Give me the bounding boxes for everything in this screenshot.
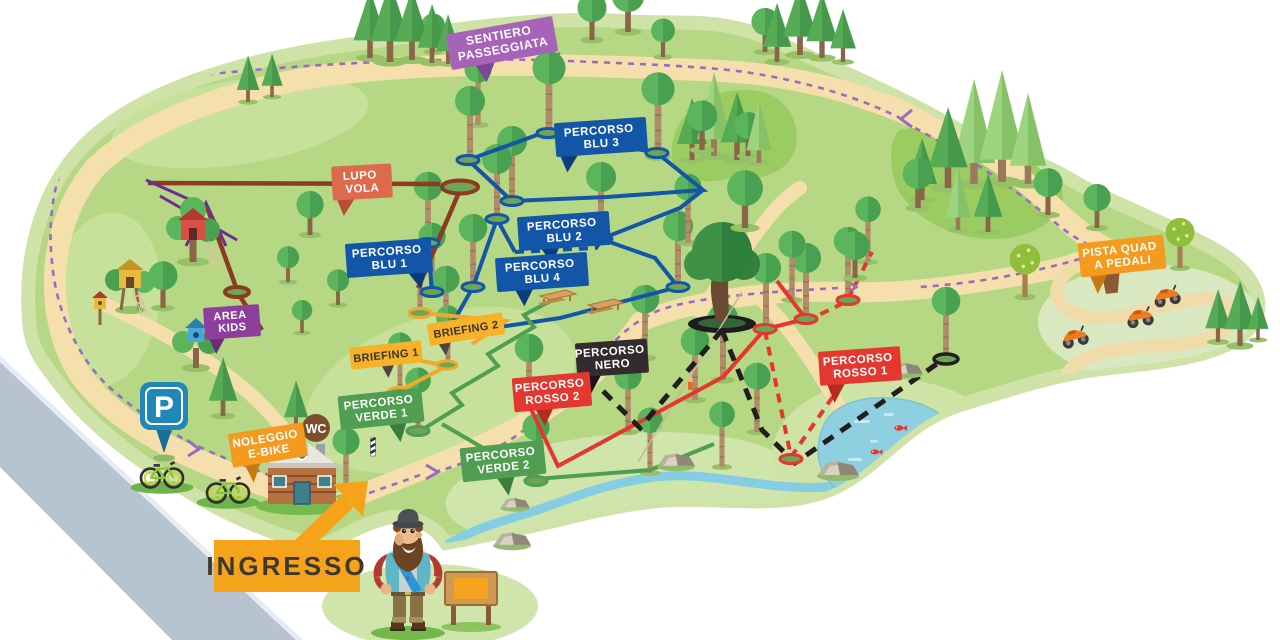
label-percorso-rosso-1: PERCORSO ROSSO 1: [818, 346, 902, 403]
svg-text:PERCORSO BLU 1: PERCORSO BLU 1: [351, 243, 426, 273]
wc-sign: WC: [301, 414, 330, 449]
parking-label: P: [154, 391, 174, 424]
svg-text:PERCORSO NERO: PERCORSO NERO: [574, 343, 649, 373]
label-noleggio-ebike: NOLEGGIO E-BIKE: [228, 422, 308, 483]
ingresso-entrance: INGRESSO: [206, 481, 368, 592]
ingresso-label: INGRESSO: [206, 551, 367, 581]
entrance-arrow-head: [333, 481, 368, 517]
river: [427, 471, 841, 547]
route-rosso: [527, 251, 874, 469]
treehouse-red: [166, 197, 222, 271]
label-sentiero-passeggiata: SENTIERO PASSEGGIATA: [446, 16, 558, 83]
svg-text:PERCORSO BLU 4: PERCORSO BLU 4: [504, 257, 579, 287]
label-briefing-2: BRIEFING 2: [427, 312, 505, 356]
wc-label: WC: [306, 422, 327, 436]
course-platforms: [223, 127, 960, 487]
label-percorso-verde-1: PERCORSO VERDE 1: [337, 387, 425, 443]
label-percorso-verde-2: PERCORSO VERDE 2: [459, 439, 547, 496]
yellow-birdhouse: [92, 291, 108, 325]
treehouse-yellow: [105, 259, 155, 317]
striped-pole: [369, 436, 377, 457]
label-percorso-blu-4: PERCORSO BLU 4: [495, 251, 589, 307]
svg-text:AREA KIDS: AREA KIDS: [213, 309, 251, 335]
parking-sign: P: [140, 382, 188, 462]
label-percorso-blu-2: PERCORSO BLU 2: [517, 210, 611, 264]
mascot-character: [371, 509, 445, 640]
big-oak-tree: [684, 222, 760, 333]
svg-text:PERCORSO VERDE 1: PERCORSO VERDE 1: [343, 393, 419, 426]
road: [0, 355, 304, 640]
svg-text:LUPO VOLA: LUPO VOLA: [343, 169, 382, 196]
svg-text:PERCORSO BLU 3: PERCORSO BLU 3: [563, 122, 638, 152]
label-percorso-blu-1: PERCORSO BLU 1: [345, 238, 433, 289]
svg-text:PISTA QUAD A PEDALI: PISTA QUAD A PEDALI: [1082, 240, 1163, 273]
zipline-rope: [637, 291, 743, 463]
entrance-banner: [214, 540, 360, 592]
svg-text:PERCORSO BLU 2: PERCORSO BLU 2: [526, 216, 601, 246]
svg-text:PERCORSO ROSSO 1: PERCORSO ROSSO 1: [822, 351, 897, 381]
entrance-arrow-shaft: [294, 495, 354, 553]
label-area-kids: AREA KIDS: [203, 304, 261, 355]
label-percorso-nero: PERCORSO NERO: [574, 338, 649, 395]
label-pista-quad: PISTA QUAD A PEDALI: [1077, 234, 1167, 294]
label-briefing-1: BRIEFING 1: [349, 340, 423, 378]
route-lupo-vola: [147, 180, 463, 332]
label-lupo-vola: LUPO VOLA: [331, 163, 393, 217]
route-nero: [598, 328, 946, 467]
svg-text:PERCORSO ROSSO 2: PERCORSO ROSSO 2: [514, 377, 589, 408]
label-percorso-rosso-2: PERCORSO ROSSO 2: [511, 371, 593, 426]
wooden-sign: [441, 571, 501, 632]
svg-text:PERCORSO VERDE 2: PERCORSO VERDE 2: [465, 445, 541, 478]
label-percorso-blu-3: PERCORSO BLU 3: [554, 116, 648, 173]
